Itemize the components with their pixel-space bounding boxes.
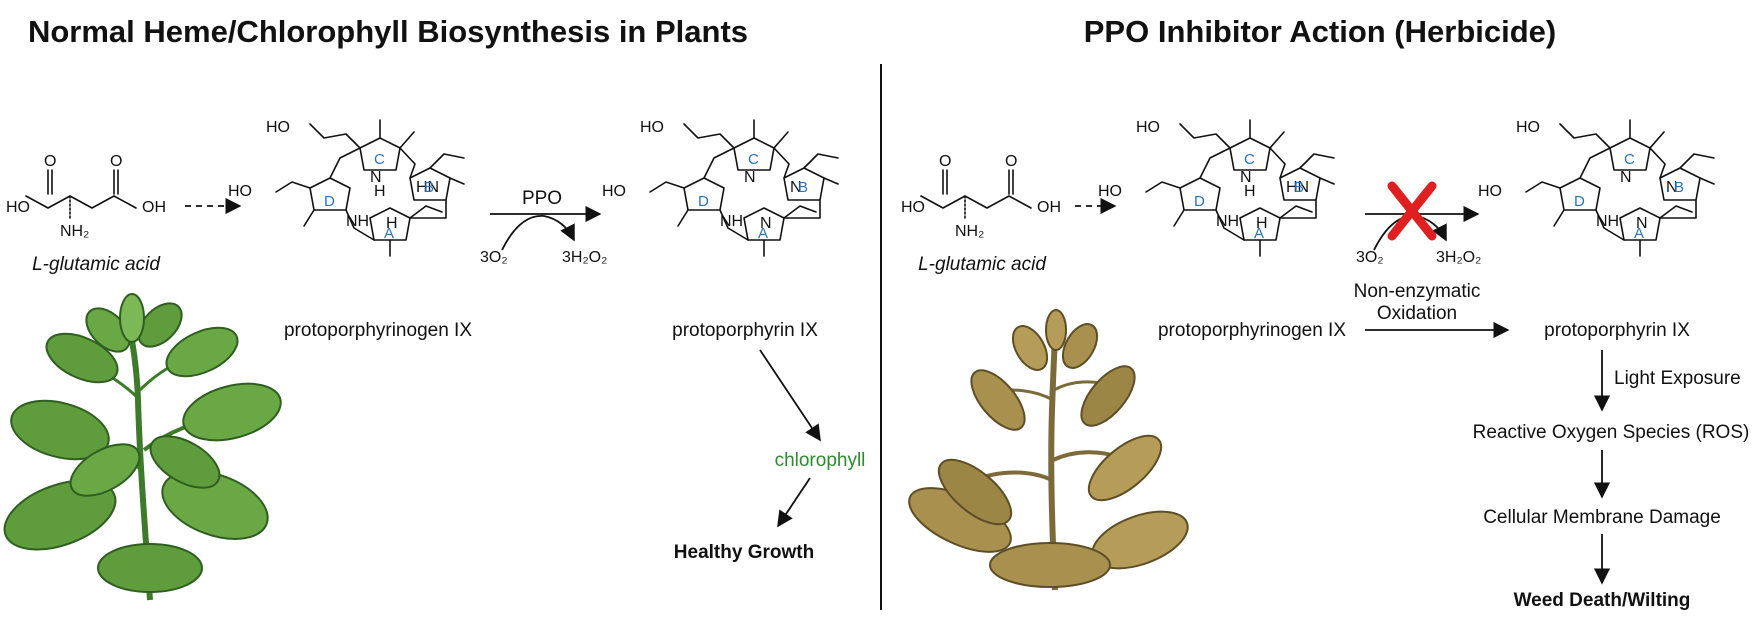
- atom-label: HO: [640, 119, 664, 136]
- ring-letter-a: A: [758, 225, 768, 242]
- atom-label: N: [760, 215, 772, 232]
- atom-label: HO: [602, 183, 626, 200]
- ring-letter-a: A: [384, 225, 394, 242]
- right-glutamic-acid-label: L-glutamic acid: [918, 254, 1047, 275]
- right-protoporphyrin-label: protoporphyrin IX: [1544, 320, 1690, 341]
- ring-letter-d: D: [1574, 193, 1585, 210]
- atom-label: HO: [1478, 183, 1502, 200]
- ppo-cofactor-arrow: [501, 215, 575, 251]
- atom-label: H: [1244, 183, 1256, 200]
- atom-label: H: [386, 215, 398, 232]
- ring-letter-b: B: [798, 179, 808, 196]
- atom-label: H: [1256, 215, 1268, 232]
- atom-label: HN: [416, 179, 439, 196]
- atom-label: O: [939, 153, 951, 170]
- ring-letter-b: B: [1294, 179, 1304, 196]
- atom-label: N: [370, 169, 382, 186]
- left-glutamic-acid-label: L-glutamic acid: [32, 254, 161, 275]
- atom-label: HO: [6, 199, 30, 216]
- ring-letter-a: A: [1634, 225, 1644, 242]
- to-chlorophyll-arrow: [759, 349, 821, 442]
- atom-label: N: [1620, 169, 1632, 186]
- right-protoporphyrinogen-label: protoporphyrinogen IX: [1158, 320, 1346, 341]
- atom-label: N: [1666, 179, 1678, 196]
- to-healthy-growth-arrow: [777, 477, 811, 528]
- atom-label: OH: [1037, 199, 1061, 216]
- nonenzymatic-label-line1: Non-enzymatic: [1354, 281, 1481, 302]
- left-protoporphyrinogen-structure: N H HN NH H HO HO C B D A: [228, 119, 465, 257]
- atom-label: HO: [1516, 119, 1540, 136]
- right-protoporphyrin-structure: N N NH N HO HO C B D A: [1478, 119, 1715, 257]
- atom-label: NH: [1596, 213, 1619, 230]
- atom-label: HO: [266, 119, 290, 136]
- right-reactant: 3O₂: [1356, 249, 1384, 266]
- atom-label: N: [1636, 215, 1648, 232]
- healthy-plant-illustration: [3, 293, 282, 601]
- ring-letter-d: D: [1194, 193, 1205, 210]
- ring-letter-c: C: [1244, 151, 1255, 168]
- left-protoporphyrinogen-label: protoporphyrinogen IX: [284, 320, 472, 341]
- atom-label: O: [1005, 153, 1017, 170]
- atom-label: O: [44, 153, 56, 170]
- left-reactant: 3O₂: [480, 249, 508, 266]
- left-glutamic-acid-structure: HO O O OH NH₂: [6, 153, 166, 240]
- atom-label: O: [110, 153, 122, 170]
- red-x-cross-icon: [1387, 181, 1437, 241]
- atom-label: NH: [720, 213, 743, 230]
- ros-label: Reactive Oxygen Species (ROS): [1473, 422, 1750, 443]
- atom-label: HN: [1286, 179, 1309, 196]
- ring-letter-b: B: [424, 179, 434, 196]
- light-exposure-label: Light Exposure: [1614, 368, 1741, 389]
- atom-label: HO: [901, 199, 925, 216]
- right-glutamic-acid-structure: HO O O OH NH₂: [901, 153, 1061, 240]
- ring-letter-c: C: [748, 151, 759, 168]
- atom-label: H: [374, 183, 386, 200]
- healthy-growth-label: Healthy Growth: [674, 542, 814, 563]
- wilted-plant-illustration: [908, 309, 1189, 591]
- ring-letter-c: C: [1624, 151, 1635, 168]
- ring-letter-d: D: [324, 193, 335, 210]
- ring-letter-c: C: [374, 151, 385, 168]
- atom-label: N: [790, 179, 802, 196]
- ring-letter-a: A: [1254, 225, 1264, 242]
- ring-letter-b: B: [1674, 179, 1684, 196]
- atom-label: OH: [142, 199, 166, 216]
- atom-label: NH: [346, 213, 369, 230]
- left-protoporphyrin-structure: N N NH N HO HO C B D A: [602, 119, 839, 257]
- chlorophyll-label: chlorophyll: [775, 450, 866, 471]
- right-panel-title: PPO Inhibitor Action (Herbicide): [1084, 14, 1556, 49]
- weed-death-label: Weed Death/Wilting: [1514, 590, 1691, 611]
- membrane-damage-label: Cellular Membrane Damage: [1483, 507, 1721, 528]
- atom-label: HO: [1136, 119, 1160, 136]
- right-product: 3H₂O₂: [1436, 249, 1481, 266]
- atom-label: HO: [228, 183, 252, 200]
- left-protoporphyrin-label: protoporphyrin IX: [672, 320, 818, 341]
- left-product: 3H₂O₂: [562, 249, 607, 266]
- nonenzymatic-label-line2: Oxidation: [1377, 303, 1457, 324]
- atom-label: HO: [1098, 183, 1122, 200]
- atom-label: N: [1240, 169, 1252, 186]
- atom-label: NH₂: [955, 223, 984, 240]
- right-protoporphyrinogen-structure: N H HN NH H HO HO C B D A: [1098, 119, 1335, 257]
- left-panel-title: Normal Heme/Chlorophyll Biosynthesis in …: [28, 14, 748, 49]
- ring-letter-d: D: [698, 193, 709, 210]
- atom-label: NH: [1216, 213, 1239, 230]
- atom-label: N: [744, 169, 756, 186]
- ppo-enzyme-label: PPO: [522, 188, 562, 209]
- atom-label: NH₂: [60, 223, 89, 240]
